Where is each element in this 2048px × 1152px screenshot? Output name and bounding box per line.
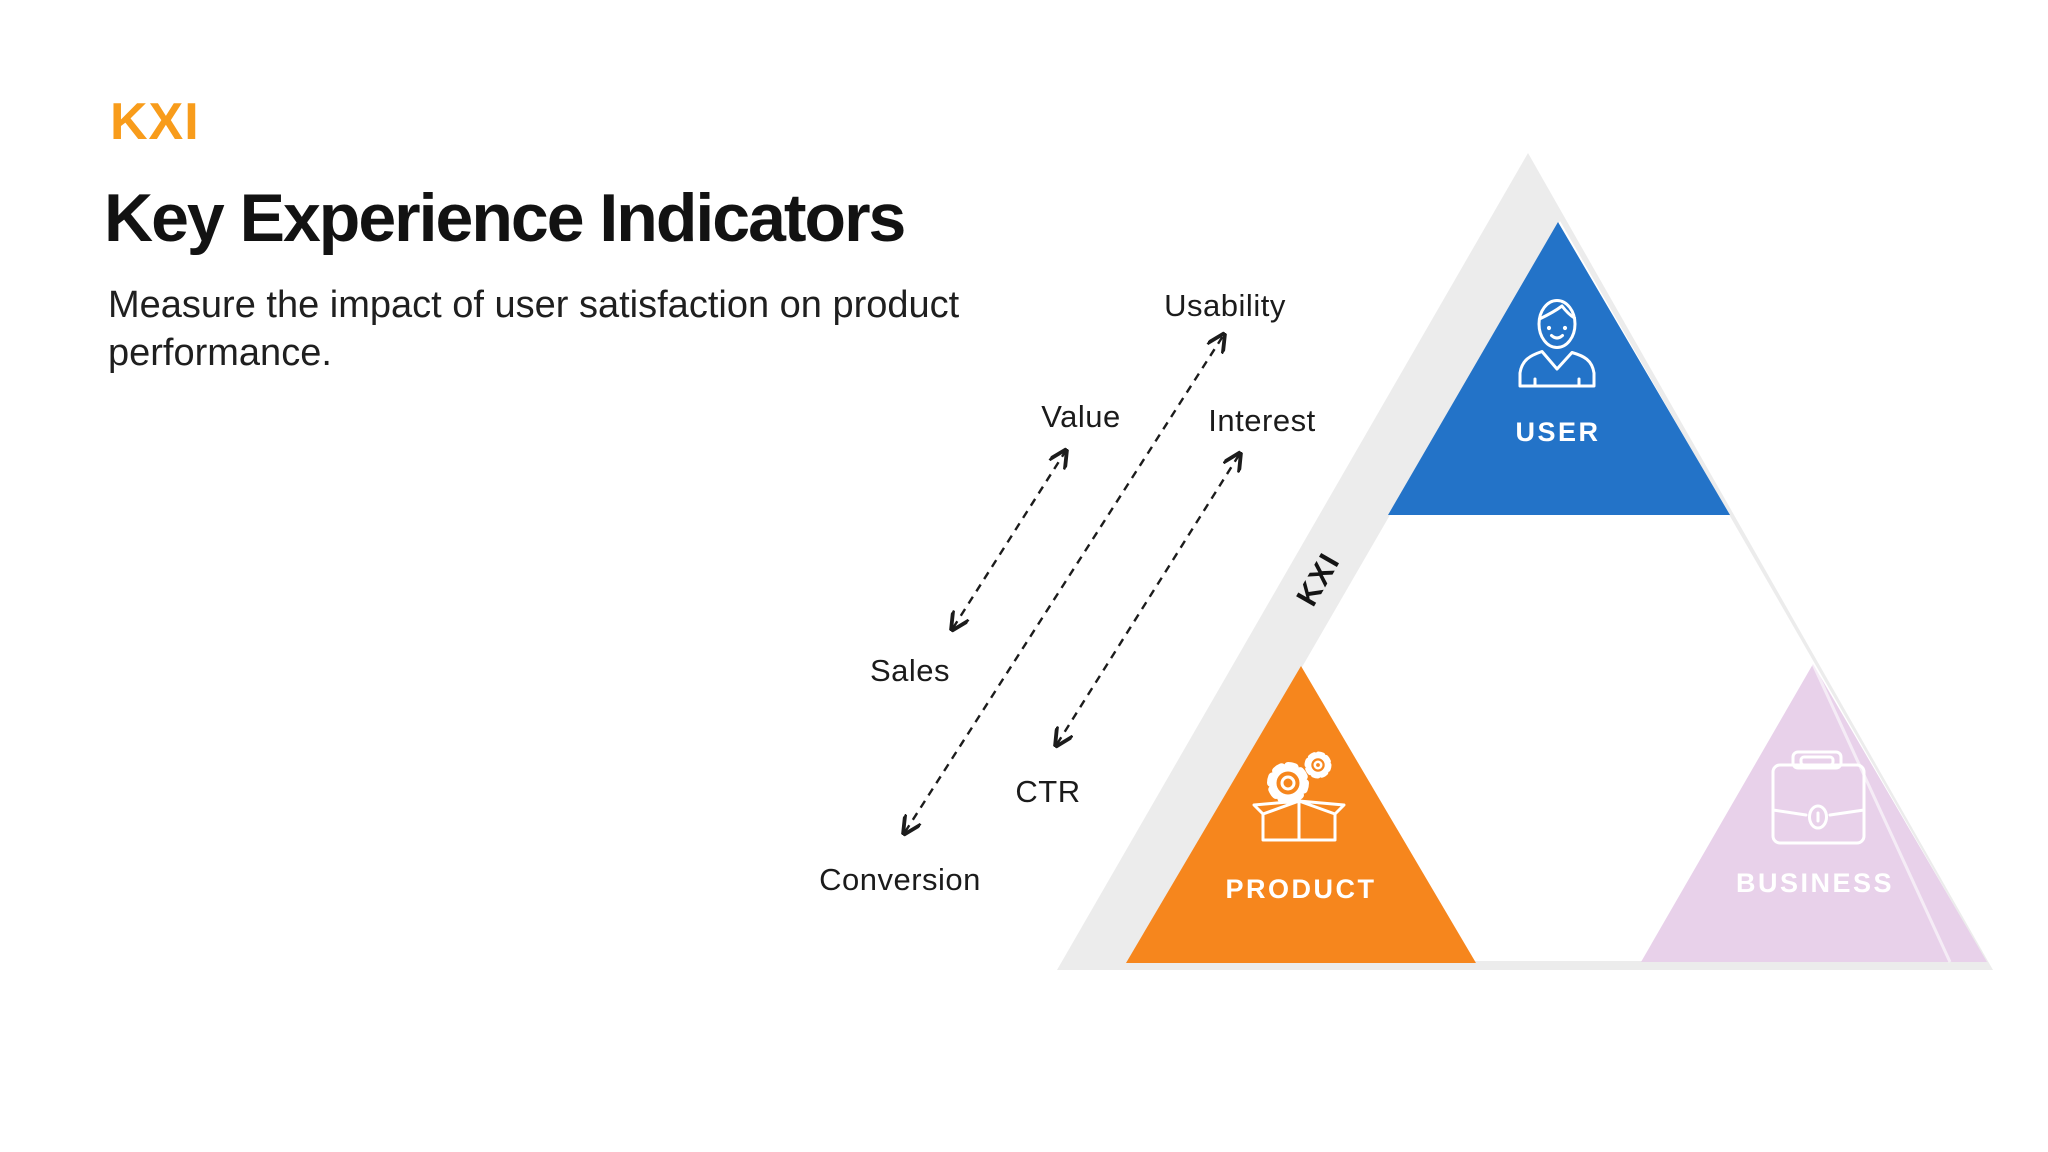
brand-logo: KXI xyxy=(110,93,200,151)
metric-label-sales: Sales xyxy=(870,653,950,688)
metric-label-interest: Interest xyxy=(1208,403,1315,438)
user-triangle-label: USER xyxy=(1515,417,1600,447)
inner-edge-seam xyxy=(1811,663,1952,963)
page-subtitle: Measure the impact of user satisfaction … xyxy=(108,284,960,374)
node-labels: USER PRODUCT BUSINESS xyxy=(1226,417,1894,904)
metric-label-ctr: CTR xyxy=(1015,774,1080,809)
metric-label-value: Value xyxy=(1041,399,1121,434)
metric-arrows xyxy=(905,336,1239,832)
metric-labels: Usability Value Interest Sales CTR Conve… xyxy=(819,288,1315,897)
sales-value-arrow xyxy=(953,452,1065,628)
open-box-with-gears-icon xyxy=(1252,751,1346,842)
metric-label-conversion: Conversion xyxy=(819,862,981,897)
metric-label-usability: Usability xyxy=(1164,288,1286,323)
ctr-interest-arrow xyxy=(1057,455,1239,744)
business-triangle-label: BUSINESS xyxy=(1736,868,1894,898)
business-triangle xyxy=(1641,664,1987,962)
briefcase-icon xyxy=(1771,750,1866,845)
person-icon xyxy=(1518,299,1596,388)
product-triangle xyxy=(1126,666,1476,963)
page-title: Key Experience Indicators xyxy=(104,180,906,256)
product-triangle-label: PRODUCT xyxy=(1226,874,1377,904)
